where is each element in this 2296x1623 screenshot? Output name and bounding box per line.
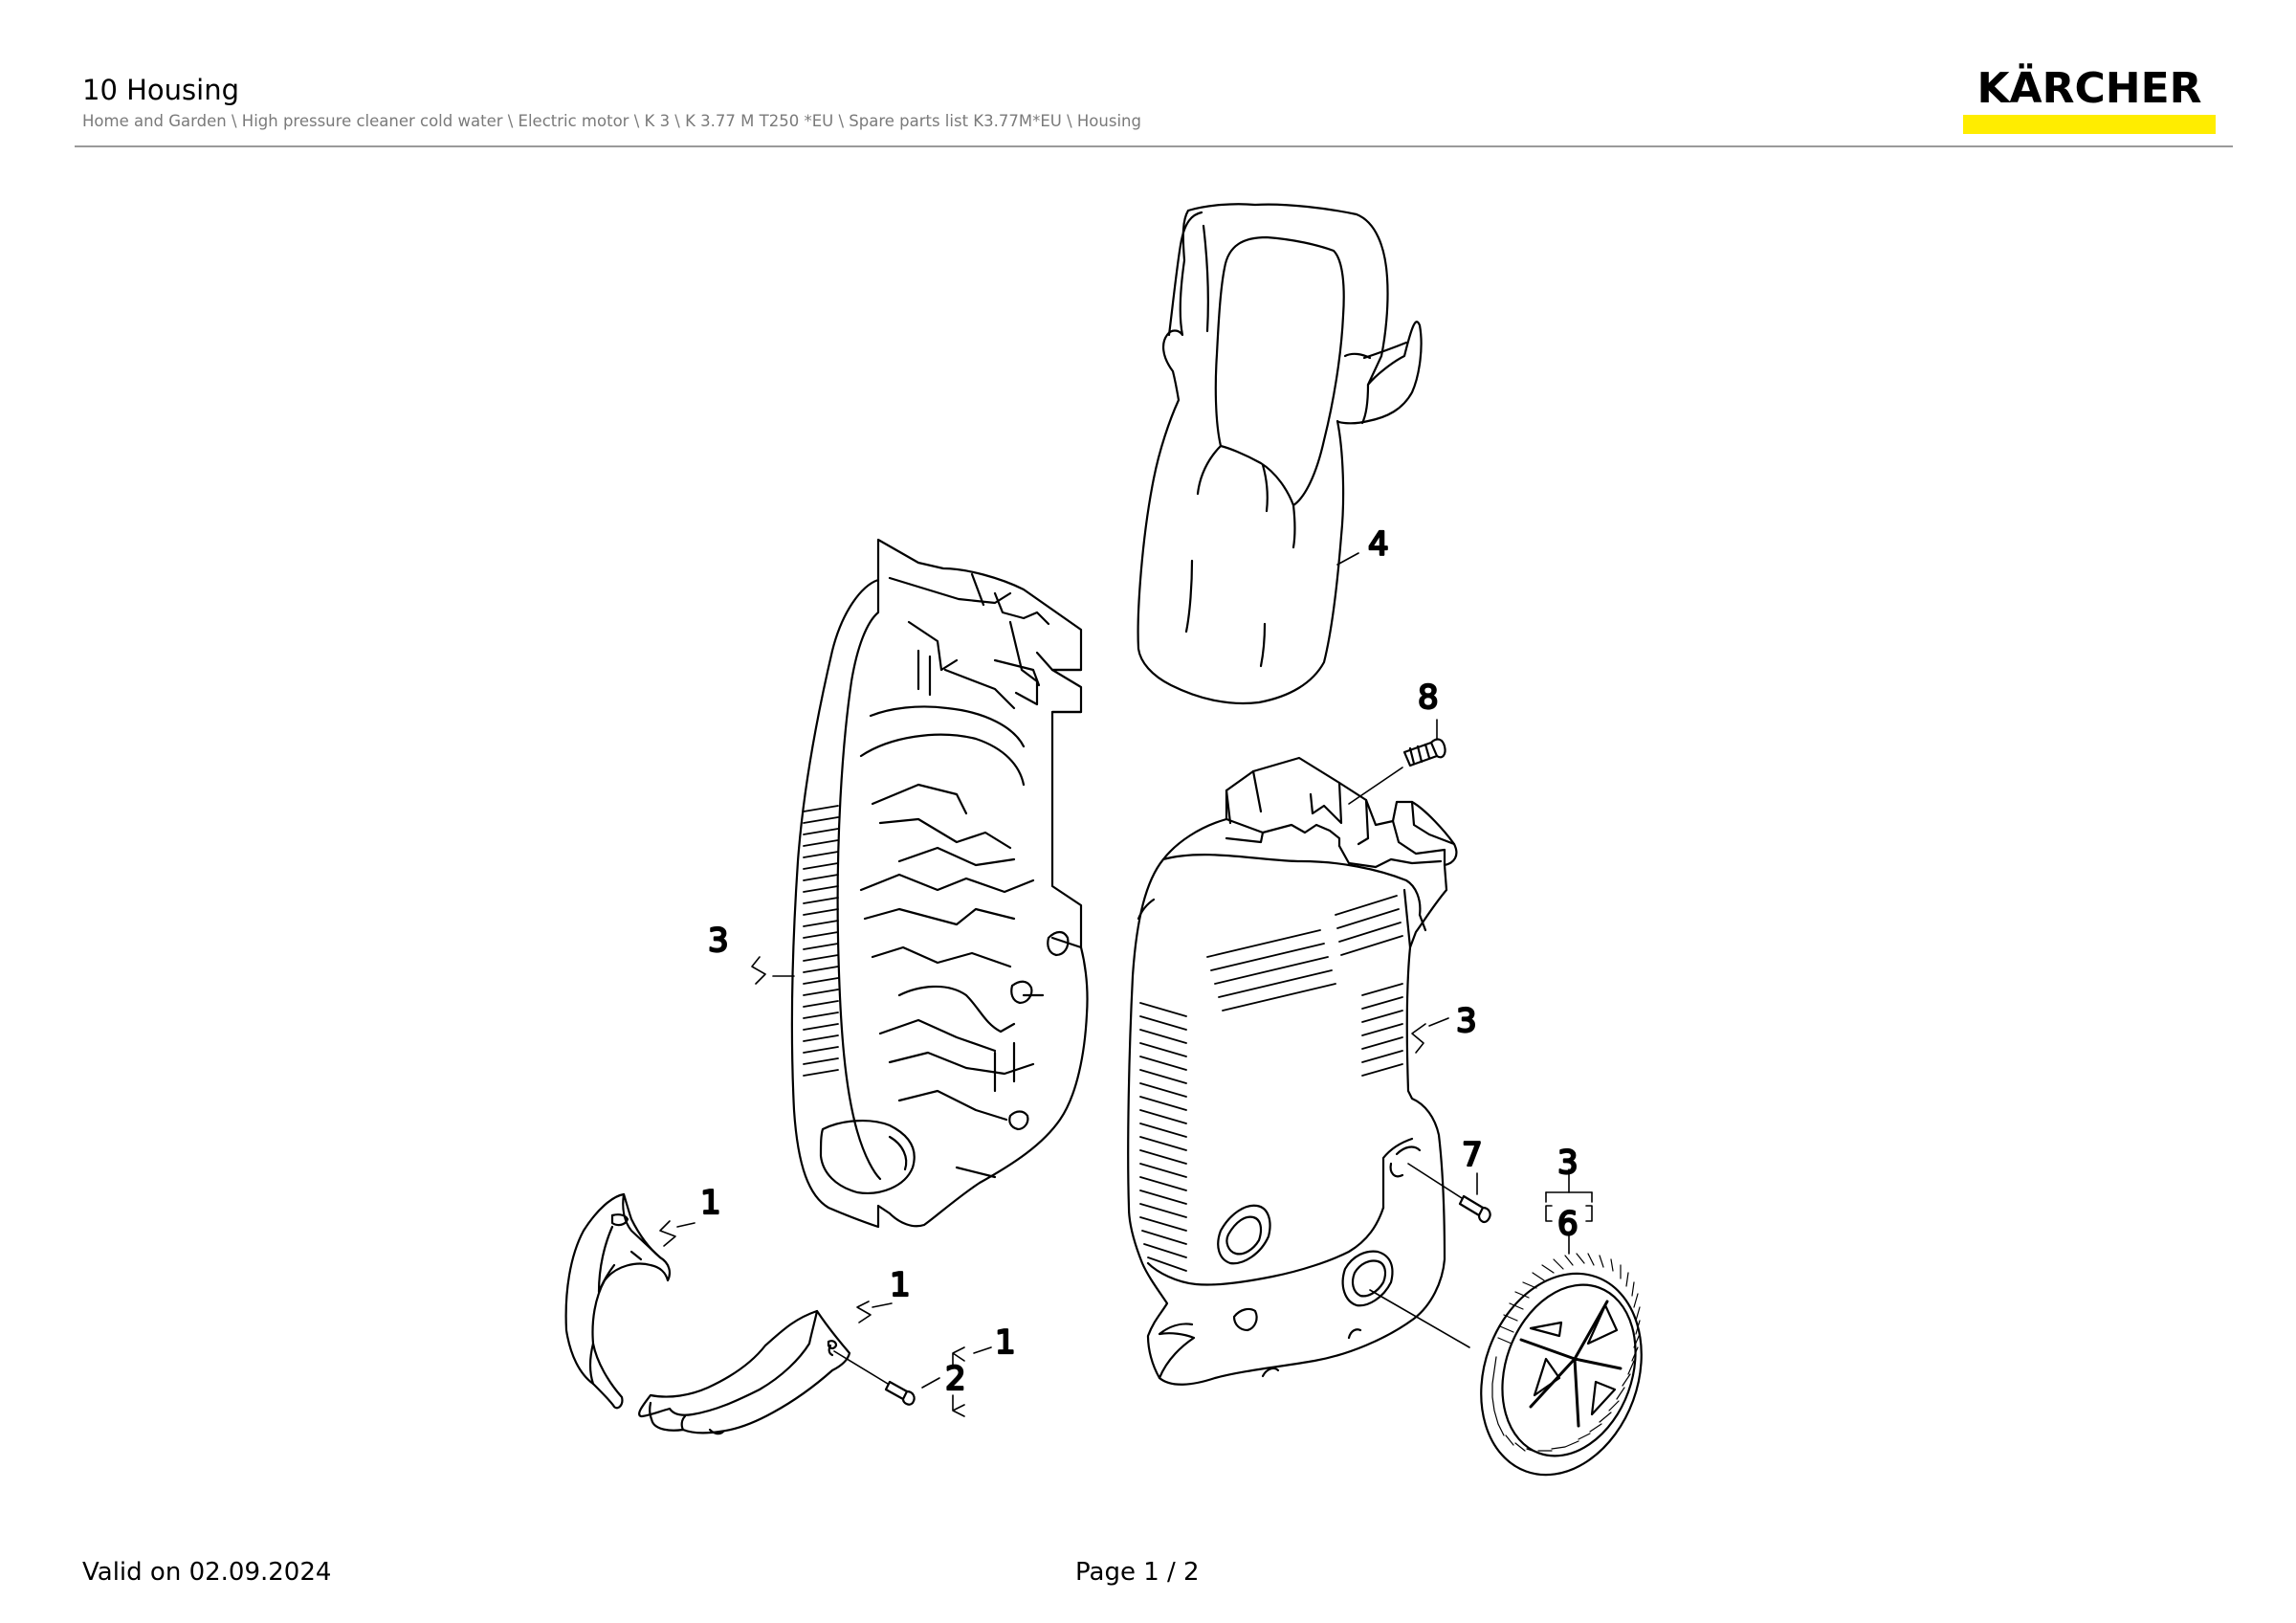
- wheel-part: [1480, 1272, 1643, 1477]
- callout-screw-mid: 7: [1462, 1136, 1483, 1174]
- page-title: 10 Housing: [82, 74, 240, 106]
- page-number: Page 1 / 2: [1075, 1558, 1200, 1587]
- callout-handle: 4: [1368, 525, 1389, 564]
- handle-part: [1137, 203, 1423, 705]
- lower-cover-part: [638, 1309, 851, 1435]
- callout-wheel-group: 3: [1557, 1144, 1578, 1182]
- cover-screw-part: [833, 1346, 992, 1417]
- front-housing-vents: [1139, 895, 1403, 1272]
- brand-logo: KÄRCHER: [1963, 65, 2216, 138]
- callout-wheel: 6: [1557, 1205, 1578, 1243]
- brand-logo-text: KÄRCHER: [1976, 64, 2202, 113]
- callout-cover-screw: 2: [945, 1360, 966, 1398]
- callout-front-housing: 3: [1456, 1002, 1477, 1040]
- callout-hose-guide: 1: [700, 1184, 721, 1222]
- screw-top-part: [1348, 719, 1446, 805]
- wheel-tread: [1491, 1253, 1641, 1454]
- callout-screw-top: 8: [1418, 678, 1439, 717]
- valid-date: Valid on 02.09.2024: [82, 1558, 332, 1587]
- screw-mid-part: [1407, 1163, 1491, 1224]
- callout-cover: 1: [890, 1266, 911, 1304]
- brand-logo-bar: [1963, 115, 2216, 134]
- callout-cover-clip: 1: [995, 1323, 1016, 1362]
- rear-housing-part: [790, 538, 1089, 1229]
- breadcrumb: Home and Garden \ High pressure cleaner …: [82, 112, 1141, 130]
- header-divider: [75, 145, 2233, 147]
- rear-housing-vents: [803, 805, 839, 1077]
- front-housing-part: [1127, 756, 1458, 1386]
- hose-guide-part: [564, 1192, 671, 1410]
- callout-rear-housing: 3: [708, 922, 729, 960]
